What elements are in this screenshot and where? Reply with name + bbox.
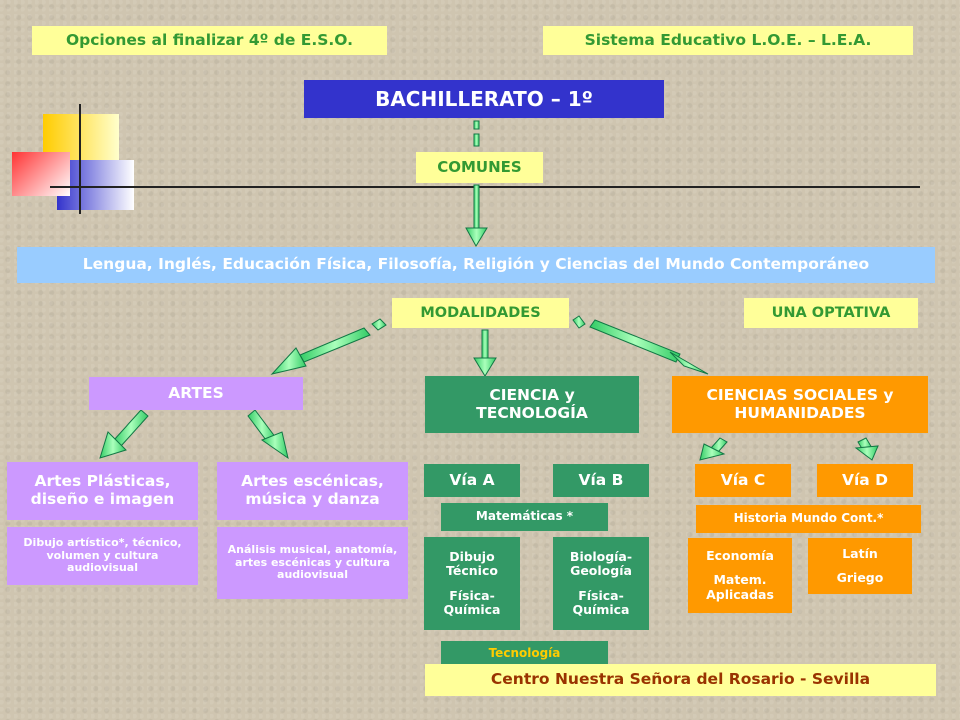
via-c-subjects: Economía Matem. Aplicadas	[688, 538, 792, 613]
via-a-subjects: Dibujo Técnico Física-Química	[424, 537, 520, 630]
artes-plasticas-subjects: Dibujo artístico*, técnico, volumen y cu…	[7, 527, 198, 585]
via-d-subject-2: Griego	[836, 570, 884, 585]
via-d-label: Vía D	[817, 464, 913, 497]
via-c-label: Vía C	[695, 464, 791, 497]
main-title: BACHILLERATO – 1º	[304, 80, 664, 118]
deco-red-square	[12, 152, 70, 196]
comunes-subjects: Lengua, Inglés, Educación Física, Filoso…	[17, 247, 935, 283]
arrow-to-sociales	[572, 315, 709, 375]
arrow-sociales-to-vias	[699, 437, 879, 461]
optativa-label: UNA OPTATIVA	[744, 298, 918, 328]
sociales-common-subject: Historia Mundo Cont.*	[696, 505, 921, 533]
arrow-title-to-comunes	[473, 120, 480, 147]
decorative-squares	[10, 100, 920, 215]
via-b-subjects: Biología-Geología Física-Química	[553, 537, 649, 630]
arrow-comunes-to-subjects	[465, 184, 488, 247]
artes-plasticas-title: Artes Plásticas, diseño e imagen	[7, 462, 198, 520]
via-a-subject-2: Física-Química	[443, 587, 501, 617]
via-b-subject-2: Física-Química	[572, 587, 630, 617]
via-b-subject-1: Biología-Geología	[569, 548, 633, 579]
sociales-title: CIENCIAS SOCIALES y HUMANIDADES	[672, 376, 928, 433]
via-c-subject-2: Matem. Aplicadas	[706, 572, 774, 602]
ciencia-extra-subject: Tecnología	[441, 641, 608, 667]
arrow-to-ciencia	[473, 329, 497, 377]
via-b-label: Vía B	[553, 464, 649, 497]
artes-title: ARTES	[89, 377, 303, 410]
via-a-subject-1: Dibujo Técnico	[446, 548, 498, 579]
via-d-subject-1: Latín	[842, 545, 878, 561]
artes-escenicas-subjects: Análisis musical, anatomía, artes escéni…	[217, 527, 408, 599]
via-c-subject-1: Economía	[706, 547, 774, 563]
ciencia-title: CIENCIA y TECNOLOGÍA	[425, 376, 639, 433]
arrow-artes-to-escenicas	[247, 409, 289, 460]
arrow-artes-to-plasticas	[99, 409, 149, 459]
header-right-title: Sistema Educativo L.O.E. – L.E.A.	[543, 26, 913, 55]
footer-label: Centro Nuestra Señora del Rosario - Sevi…	[425, 664, 936, 696]
deco-horizontal-line	[50, 186, 920, 188]
arrow-to-artes	[270, 318, 387, 375]
artes-escenicas-title: Artes escénicas, música y danza	[217, 462, 408, 520]
ciencia-common-subject: Matemáticas *	[441, 503, 608, 531]
comunes-label: COMUNES	[416, 152, 543, 183]
header-left-title: Opciones al finalizar 4º de E.S.O.	[32, 26, 387, 55]
via-a-label: Vía A	[424, 464, 520, 497]
deco-vertical-line	[79, 104, 81, 214]
modalidades-label: MODALIDADES	[392, 298, 569, 328]
via-d-subjects: Latín Griego	[808, 538, 912, 594]
